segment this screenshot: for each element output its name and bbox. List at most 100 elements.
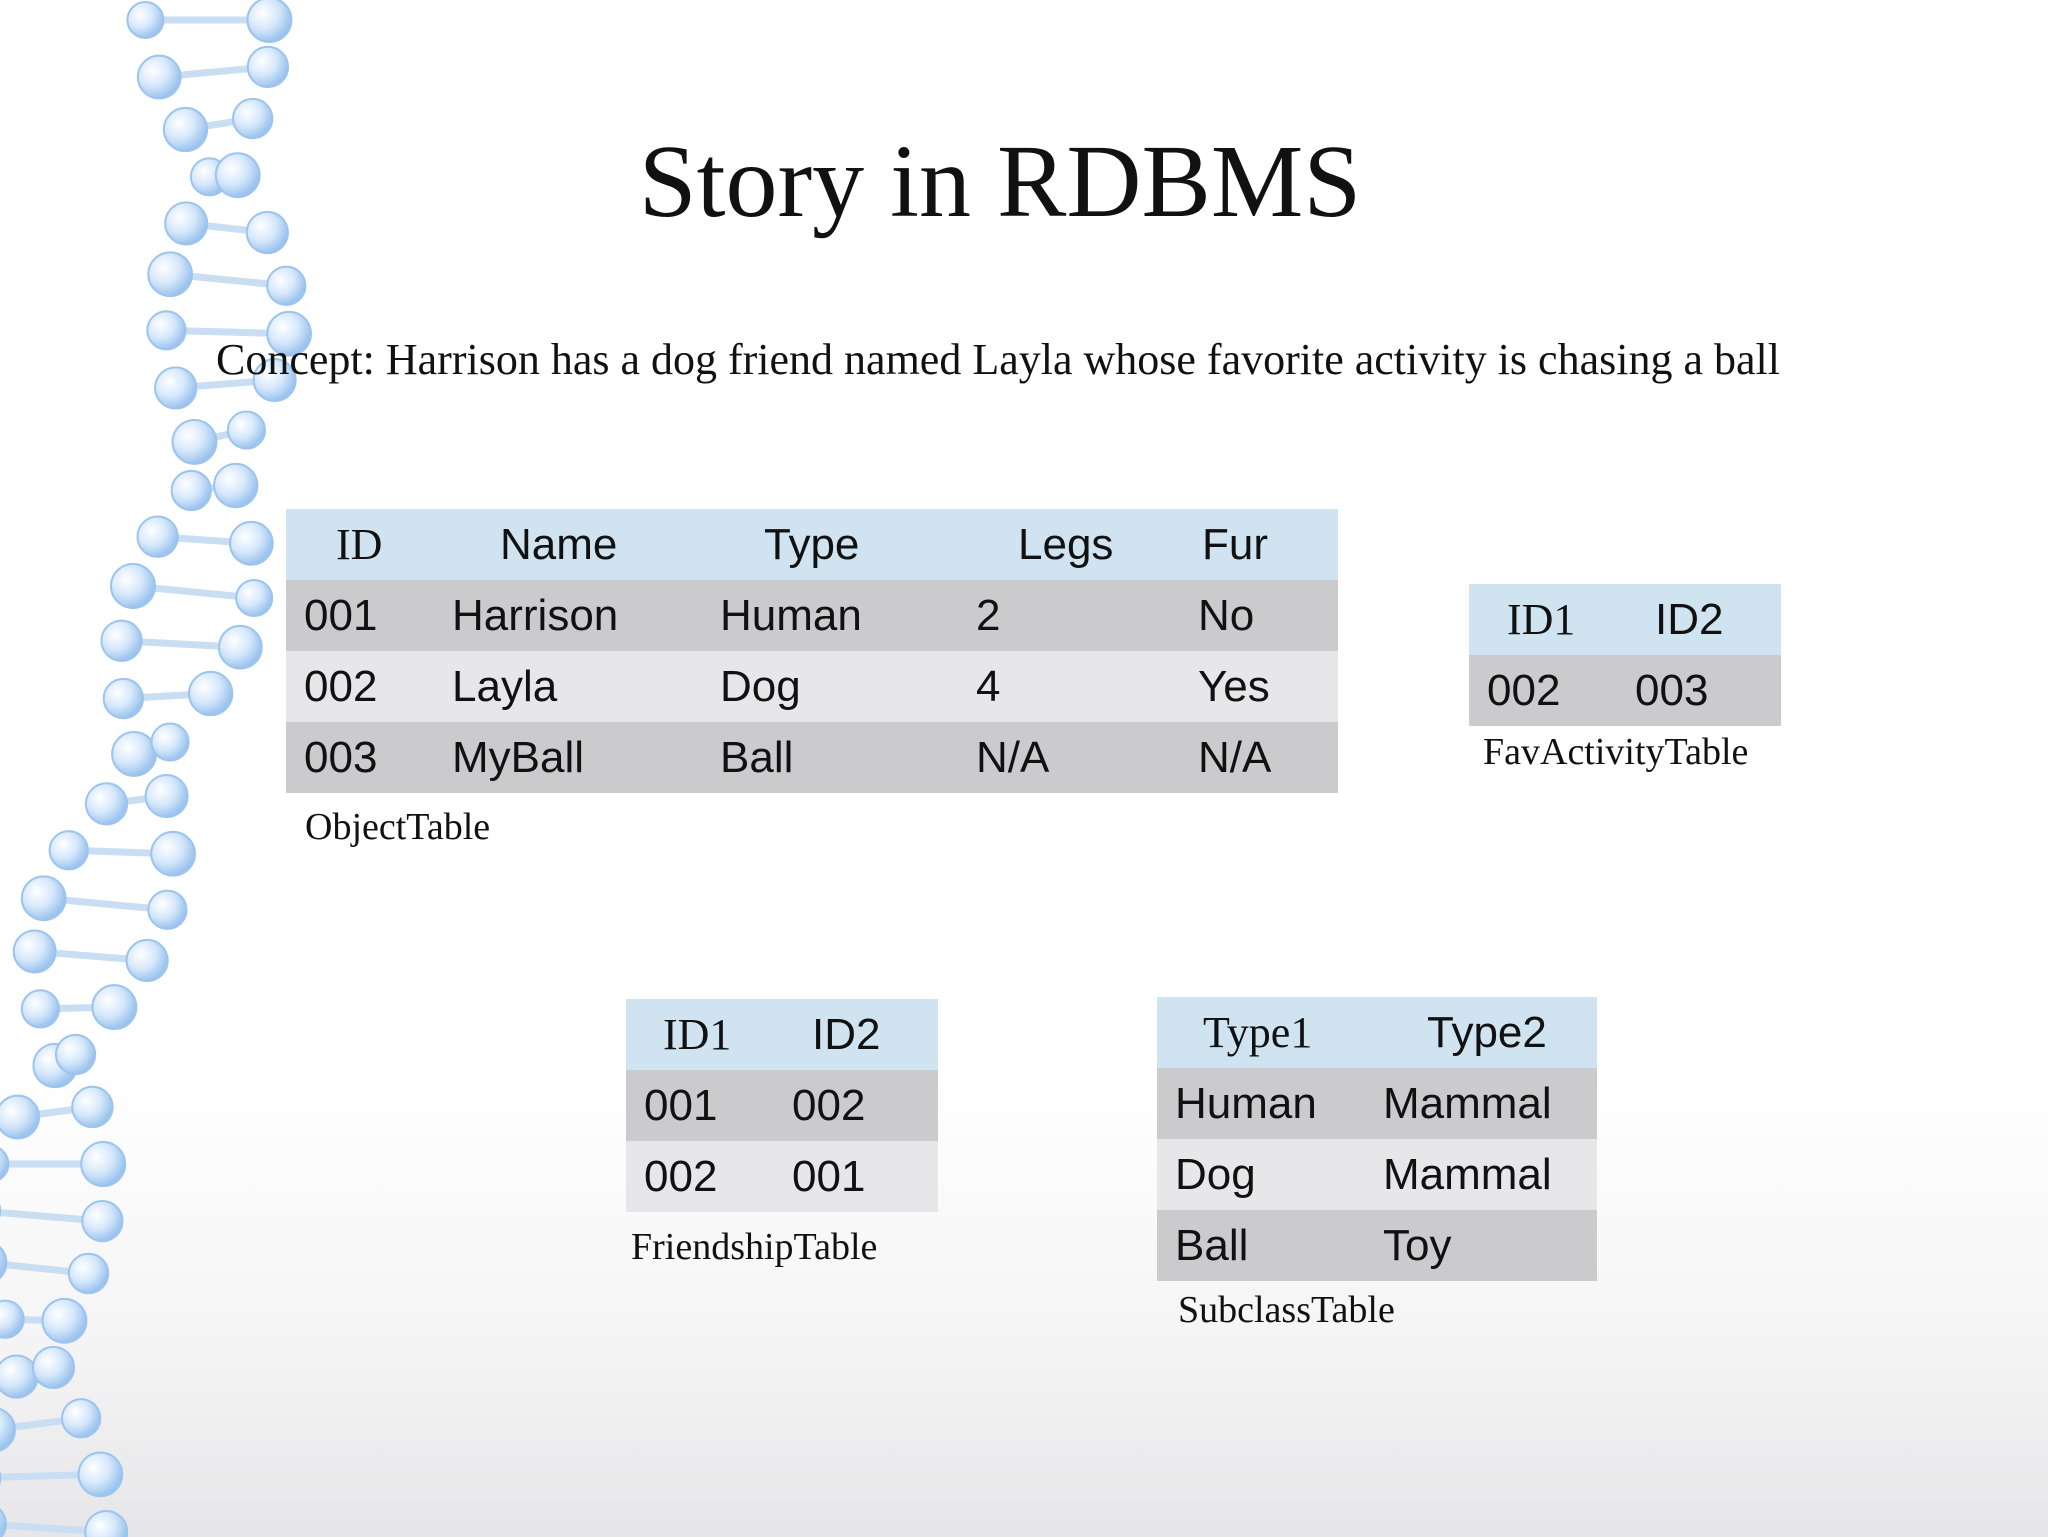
dna-node [54, 1033, 97, 1076]
column-header: Name [434, 509, 702, 580]
dna-node [81, 1199, 124, 1243]
friendship-table-caption: FriendshipTable [631, 1226, 878, 1268]
dna-node [20, 989, 61, 1029]
dna-node [266, 265, 307, 306]
table-cell: Human [702, 580, 958, 651]
subclass-table: Type1 Type2 Human Mammal Dog Mammal Ball… [1157, 997, 1597, 1281]
dna-node [252, 358, 297, 403]
table-cell: 003 [286, 722, 434, 793]
table-header-row: ID1 ID2 [1469, 584, 1781, 655]
dna-node [147, 251, 193, 298]
dna-node [226, 410, 267, 450]
dna-node [154, 366, 198, 410]
table-cell: Dog [702, 651, 958, 722]
dna-node [162, 106, 209, 153]
dna-node [100, 619, 143, 662]
dna-node [31, 1345, 76, 1390]
dna-node [235, 578, 274, 618]
column-header: ID1 [626, 999, 774, 1070]
table-header-row: ID1 ID2 [626, 999, 938, 1070]
object-table-caption: ObjectTable [305, 806, 491, 848]
dna-node [146, 310, 187, 351]
dna-node [150, 722, 190, 762]
table-cell: Dog [1157, 1139, 1365, 1210]
table-cell: MyBall [434, 722, 702, 793]
dna-node [41, 1297, 88, 1344]
table-cell: 001 [286, 580, 434, 651]
dna-node [109, 563, 156, 610]
column-header: Fur [1180, 509, 1338, 580]
dna-node [60, 1398, 102, 1439]
table-cell: Harrison [434, 580, 702, 651]
dna-node [71, 1085, 114, 1129]
dna-node [0, 1407, 16, 1452]
table-cell: Toy [1365, 1210, 1597, 1281]
table-row: Dog Mammal [1157, 1139, 1597, 1210]
table-cell: Human [1157, 1068, 1365, 1139]
table-cell: N/A [1180, 722, 1338, 793]
slide-title: Story in RDBMS [0, 130, 2048, 234]
column-header: ID [286, 509, 434, 580]
dna-node [136, 515, 179, 558]
table-cell: Ball [702, 722, 958, 793]
dna-node [48, 830, 89, 871]
column-header: Type [702, 509, 958, 580]
table-cell: No [1180, 580, 1338, 651]
dna-node [147, 889, 188, 930]
table-cell: 001 [626, 1070, 774, 1141]
dna-node [164, 201, 209, 246]
dna-node [0, 1508, 7, 1537]
dna-node [84, 782, 129, 826]
column-header: Type1 [1157, 997, 1365, 1068]
dna-node [102, 677, 145, 720]
dna-node [213, 462, 259, 509]
dna-node [266, 310, 312, 357]
column-header: ID2 [1617, 584, 1781, 655]
table-header-row: ID Name Type Legs Fur [286, 509, 1338, 580]
dna-node [126, 1, 165, 39]
dna-node [144, 774, 189, 819]
dna-node [232, 97, 274, 140]
table-cell: 2 [958, 580, 1180, 651]
concept-text: Concept: Harrison has a dog friend named… [216, 335, 1780, 384]
fav-activity-table-caption: FavActivityTable [1483, 731, 1749, 773]
table-cell: Ball [1157, 1210, 1365, 1281]
subclass-table-caption: SubclassTable [1178, 1289, 1395, 1331]
dna-node [246, 45, 290, 89]
table-cell: Mammal [1365, 1068, 1597, 1139]
dna-node [214, 152, 261, 199]
dna-node [80, 1141, 127, 1188]
table-cell: Layla [434, 651, 702, 722]
table-cell: 003 [1617, 655, 1781, 726]
dna-node [246, 0, 293, 43]
table-row: 002 003 [1469, 655, 1781, 726]
table-cell: Mammal [1365, 1139, 1597, 1210]
dna-node [150, 830, 196, 877]
dna-helix-decoration [0, 0, 312, 1537]
table-header-row: Type1 Type2 [1157, 997, 1597, 1068]
dna-node [0, 1147, 10, 1181]
object-table: ID Name Type Legs Fur 001 Harrison Human… [286, 509, 1338, 793]
dna-node [170, 469, 212, 512]
dna-node [84, 1509, 129, 1537]
table-cell: 002 [626, 1141, 774, 1212]
dna-node [0, 1354, 39, 1399]
dna-node [0, 1245, 8, 1280]
table-row: 003 MyBall Ball N/A N/A [286, 722, 1338, 793]
dna-node [77, 1451, 124, 1498]
table-cell: N/A [958, 722, 1180, 793]
column-header: ID1 [1469, 584, 1617, 655]
dna-node [218, 624, 263, 670]
table-cell: 4 [958, 651, 1180, 722]
fav-activity-table: ID1 ID2 002 003 [1469, 584, 1781, 726]
dna-node [67, 1252, 110, 1295]
table-row: Human Mammal [1157, 1068, 1597, 1139]
column-header: Type2 [1365, 997, 1597, 1068]
table-row: 001 002 [626, 1070, 938, 1141]
dna-node [171, 418, 218, 465]
table-cell: 002 [1469, 655, 1617, 726]
dna-node [136, 54, 182, 100]
dna-node [245, 210, 289, 255]
table-row: 002 Layla Dog 4 Yes [286, 651, 1338, 722]
dna-node [12, 929, 57, 974]
